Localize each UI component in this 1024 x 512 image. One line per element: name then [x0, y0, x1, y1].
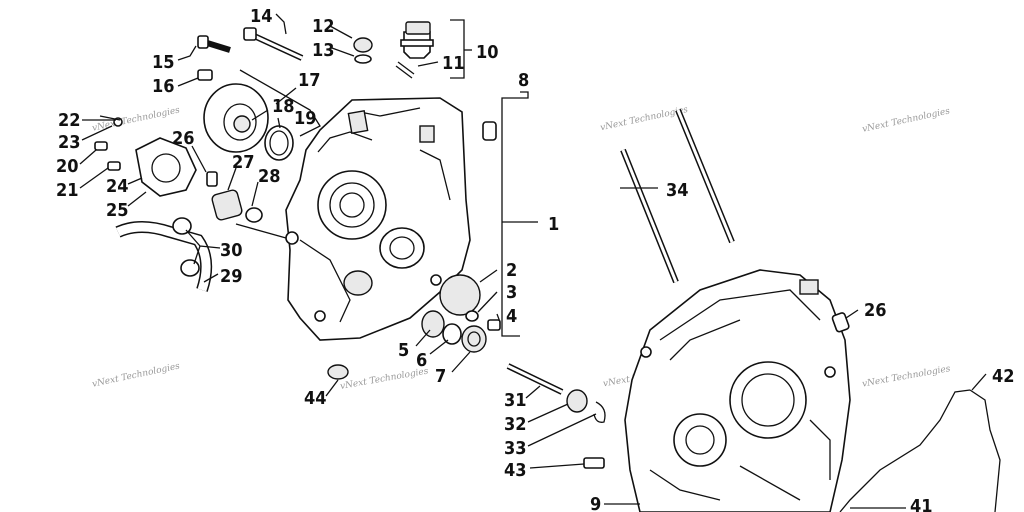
label-part-31: 31: [504, 390, 527, 411]
label-part-18: 18: [272, 96, 295, 117]
part-labels: 1 2 3 4 5 6 7 8 9 10 11 12 13 14 15 16 1…: [56, 6, 1015, 512]
label-part-20: 20: [56, 156, 79, 177]
label-part-26-right: 26: [864, 300, 887, 321]
oil-filler-plug: [353, 21, 434, 79]
label-part-6: 6: [416, 350, 427, 371]
label-part-9: 9: [590, 494, 601, 512]
watermark-1: vNext Technologies: [599, 105, 689, 133]
watermark-7: vNext Technologies: [861, 364, 951, 389]
watermark-2: vNext Technologies: [861, 106, 951, 134]
label-part-25: 25: [106, 200, 129, 221]
label-part-1: 1: [548, 214, 559, 235]
drain-plug: [327, 364, 349, 380]
label-part-28: 28: [258, 166, 281, 187]
label-part-21: 21: [56, 180, 79, 201]
seals-bearings-right: [421, 274, 501, 353]
label-part-13: 13: [312, 40, 335, 61]
label-part-26-left: 26: [172, 128, 195, 149]
label-part-32: 32: [504, 414, 527, 435]
label-part-43: 43: [504, 460, 527, 481]
shift-shaft-assembly: [506, 363, 606, 469]
label-part-44: 44: [304, 388, 327, 409]
label-part-5: 5: [398, 340, 409, 361]
right-crankcase-half: [624, 269, 851, 512]
label-part-2: 2: [506, 260, 517, 281]
crankcase-gasket: [839, 389, 1001, 512]
label-part-29: 29: [220, 266, 243, 287]
water-outlet-housing: [94, 115, 197, 197]
cylinder-studs: [620, 108, 735, 284]
dowel-pin-26: [831, 312, 850, 333]
label-part-22: 22: [58, 110, 81, 131]
label-part-15: 15: [152, 52, 175, 73]
label-part-27: 27: [232, 152, 255, 173]
leader-lines: [79, 13, 987, 509]
label-part-30: 30: [220, 240, 243, 261]
label-part-14: 14: [250, 6, 273, 27]
label-part-3: 3: [506, 282, 517, 303]
label-part-34: 34: [666, 180, 689, 201]
label-part-33: 33: [504, 438, 527, 459]
coolant-hose: [115, 217, 213, 292]
label-part-41: 41: [910, 496, 933, 512]
label-part-16: 16: [152, 76, 175, 97]
label-part-23: 23: [58, 132, 81, 153]
water-pump: [203, 83, 294, 161]
label-part-8: 8: [518, 70, 529, 91]
bolts-top-left: [197, 27, 304, 81]
label-part-12: 12: [312, 16, 335, 37]
label-part-7: 7: [435, 366, 446, 387]
label-part-11: 11: [442, 53, 465, 74]
label-part-24: 24: [106, 176, 129, 197]
label-part-10: 10: [476, 42, 499, 63]
label-part-4: 4: [506, 306, 517, 327]
label-part-42: 42: [992, 366, 1015, 387]
oil-pump: [211, 189, 263, 223]
label-part-17: 17: [298, 70, 321, 91]
watermark-4: vNext Technologies: [91, 361, 181, 389]
left-crankcase-half: [285, 97, 471, 341]
dowel-pin-26-left: [206, 171, 218, 187]
dowel-pin-8: [482, 121, 497, 141]
label-part-19: 19: [294, 108, 317, 129]
